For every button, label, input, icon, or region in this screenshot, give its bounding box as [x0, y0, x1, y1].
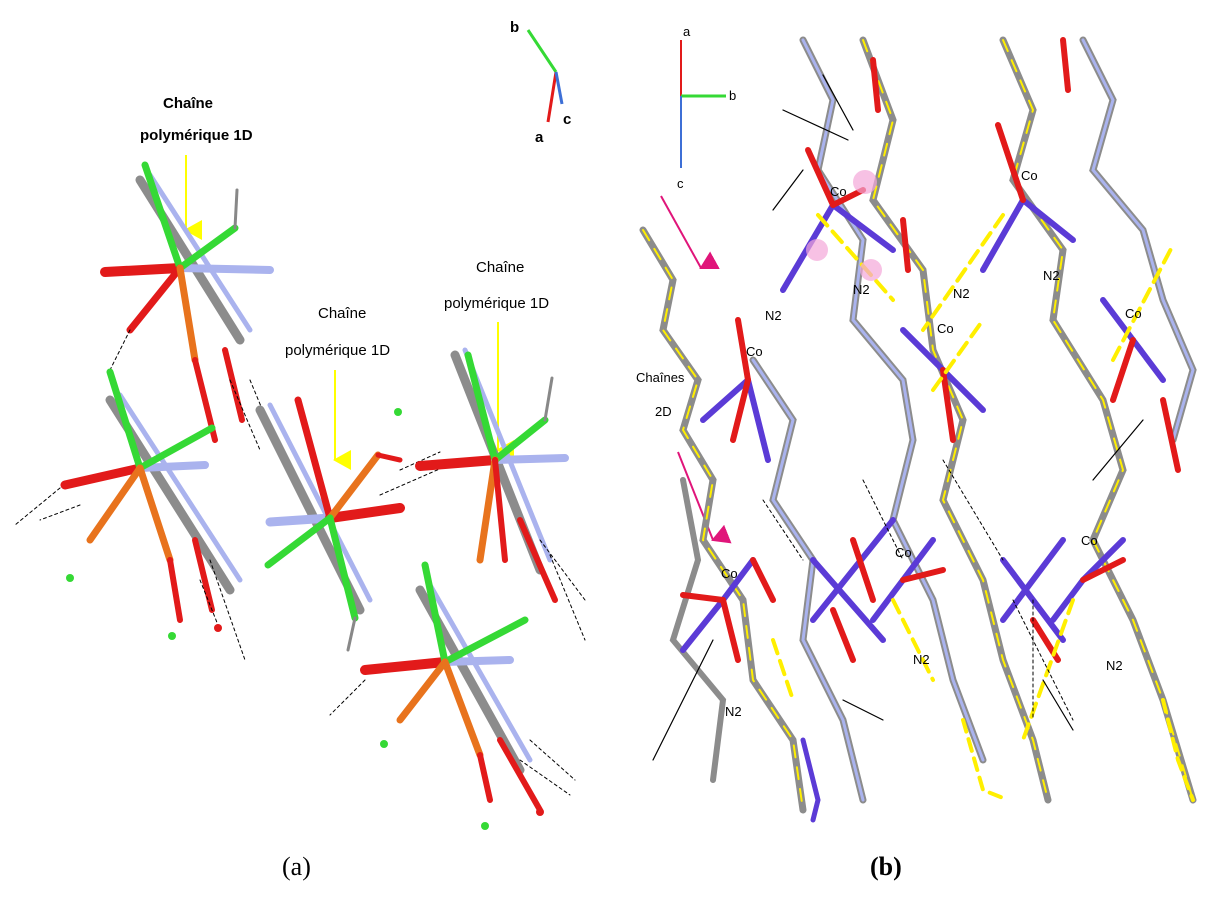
chain-label-3: Chaîne polymérique 1D: [444, 259, 549, 460]
chain-label-1: Chaîne polymérique 1D: [140, 95, 253, 240]
panel-b-structure: a b c Chaînes 2D: [636, 24, 1197, 823]
atom-n2-5: N2: [725, 704, 742, 719]
atom-co-6: Co: [721, 566, 738, 581]
axis-label-b: b: [729, 88, 736, 103]
molecule-a4: [415, 347, 586, 641]
molecule-a1: [100, 161, 276, 451]
pointer-arrow-1: [660, 195, 720, 269]
svg-text:Chaîne: Chaîne: [318, 305, 366, 322]
caption-a: (a): [282, 852, 311, 881]
axis-label-a: a: [535, 129, 544, 146]
molecule-a3: [255, 396, 461, 652]
chain-label-2: Chaîne polymérique 1D: [285, 305, 390, 470]
svg-text:Chaîne: Chaîne: [163, 95, 213, 112]
atom-co-4: Co: [937, 321, 954, 336]
svg-text:Chaîne: Chaîne: [476, 259, 524, 276]
axis-label-c: c: [563, 111, 571, 128]
axis-label-a: a: [683, 24, 691, 39]
axis-label-b: b: [510, 19, 519, 36]
atom-co-7: Co: [895, 545, 912, 560]
atom-n2-1: N2: [765, 308, 782, 323]
molecule-a2: [14, 368, 246, 661]
axis-label-c: c: [677, 176, 684, 191]
svg-text:polymérique 1D: polymérique 1D: [285, 342, 390, 359]
atom-co-2: Co: [1021, 168, 1038, 183]
atom-n2-7: N2: [1106, 658, 1123, 673]
svg-text:2D: 2D: [655, 404, 672, 419]
chain-label-2d: Chaînes 2D: [636, 370, 685, 419]
atom-labels: Co Co Co Co Co Co Co Co N2 N2 N2 N2 N2 N…: [721, 168, 1142, 719]
caption-b: (b): [870, 852, 902, 881]
atom-n2-3: N2: [953, 286, 970, 301]
atom-co-5: Co: [1125, 306, 1142, 321]
lattice-network: [639, 36, 1197, 823]
axis-triad-a: b a c: [510, 19, 571, 146]
atom-n2-6: N2: [913, 652, 930, 667]
axis-triad-b: a b c: [677, 24, 736, 191]
atom-co-1: Co: [830, 184, 847, 199]
panel-a: b a c Chaîne polymérique 1D Chaîne polym…: [14, 19, 586, 881]
atom-n2-2: N2: [853, 282, 870, 297]
atom-n2-4: N2: [1043, 268, 1060, 283]
svg-text:polymérique 1D: polymérique 1D: [444, 295, 549, 312]
molecule-a5: [329, 561, 576, 830]
atom-co-3: Co: [746, 344, 763, 359]
atom-co-8: Co: [1081, 533, 1098, 548]
svg-text:Chaînes: Chaînes: [636, 370, 685, 385]
panel-b: a b c Chaînes 2D: [603, 0, 1206, 910]
panel-a-structure: b a c Chaîne polymérique 1D Chaîne polym…: [14, 19, 586, 830]
svg-text:polymérique 1D: polymérique 1D: [140, 127, 253, 144]
